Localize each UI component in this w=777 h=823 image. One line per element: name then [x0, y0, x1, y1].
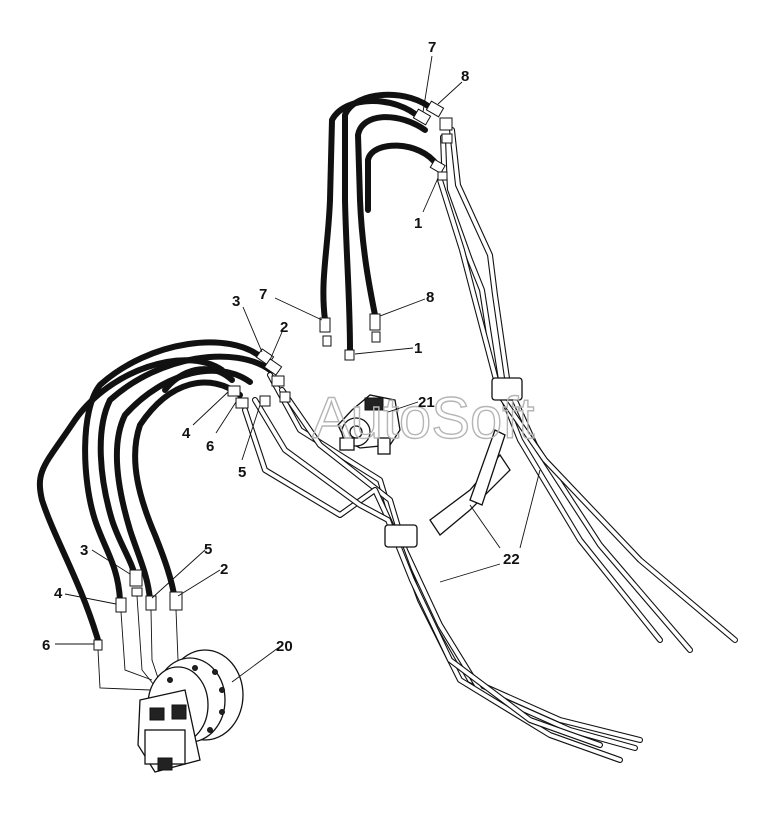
callout-20: 20 [276, 638, 293, 655]
leader-lines [55, 55, 541, 683]
callout-4-upper: 4 [182, 425, 191, 442]
fittings [93, 100, 453, 651]
callout-7-top: 7 [428, 39, 436, 56]
callout-3-upper: 3 [232, 293, 240, 310]
callout-22: 22 [503, 551, 520, 568]
travel-motor-20 [137, 649, 244, 773]
callout-1-mid: 1 [414, 340, 422, 357]
upper-clamp [491, 377, 523, 401]
callout-labels: 7 8 1 7 8 1 21 3 2 4 6 5 22 3 5 2 4 6 20 [42, 39, 520, 655]
callout-5-lower: 5 [204, 541, 212, 558]
callout-6-upper: 6 [206, 438, 214, 455]
callout-7-mid: 7 [259, 286, 267, 303]
callout-3-lower: 3 [80, 542, 88, 559]
clamp-strap [469, 429, 506, 506]
callout-8-mid: 8 [426, 289, 434, 306]
watermark-text: AutoSoft [312, 386, 534, 451]
callout-4-lower: 4 [54, 585, 63, 602]
clamp-bracket [429, 453, 511, 536]
callout-8-top: 8 [461, 68, 469, 85]
control-valve-21 [337, 394, 401, 455]
upper-hoses [320, 91, 440, 353]
lower-hoses [36, 339, 273, 643]
callout-6-lower: 6 [42, 637, 50, 654]
callout-1-top: 1 [414, 215, 422, 232]
lower-clamp [384, 524, 418, 548]
callout-5-upper: 5 [238, 464, 246, 481]
callout-2-upper: 2 [280, 319, 288, 336]
callout-21: 21 [418, 394, 435, 411]
callout-2-lower: 2 [220, 561, 228, 578]
tube-clamps [384, 377, 523, 548]
